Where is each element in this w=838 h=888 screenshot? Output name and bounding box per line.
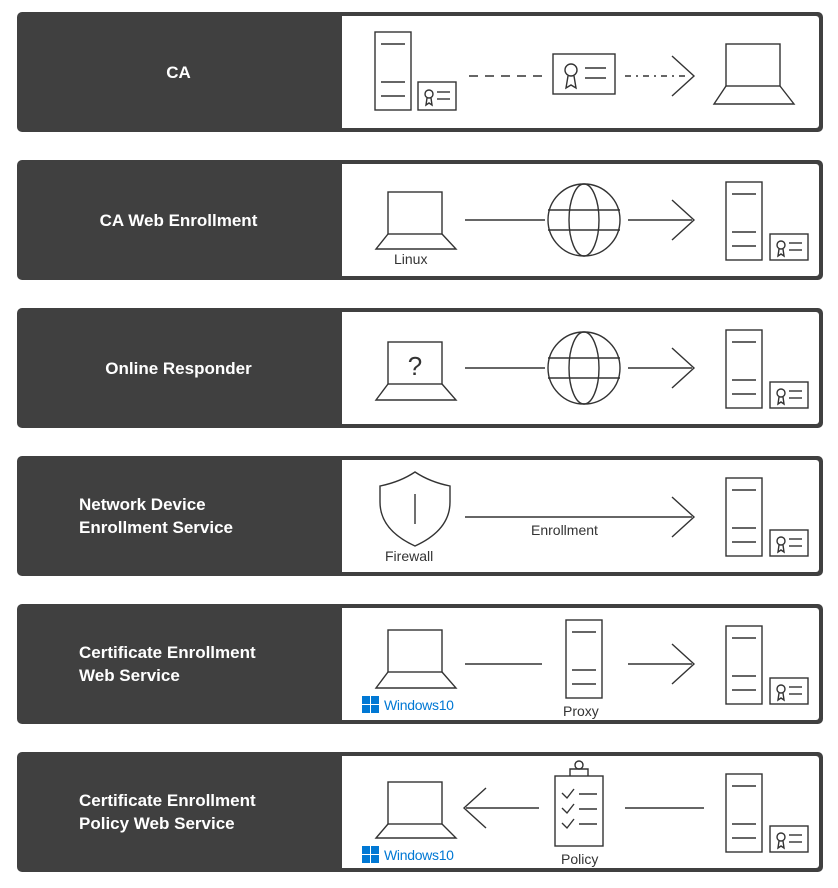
globe-icon xyxy=(547,331,621,405)
row-certificate-enrollment-web-service: Certificate Enrollment Web Service xyxy=(17,604,823,724)
row-title-line: Policy Web Service xyxy=(79,814,235,833)
server-icon xyxy=(725,625,763,705)
server-icon xyxy=(725,329,763,409)
middle-caption: Proxy xyxy=(563,703,599,719)
row-ca: CA xyxy=(17,12,823,132)
windows10-brand: Windows10 xyxy=(362,696,454,713)
windows10-label: Windows10 xyxy=(384,696,454,713)
laptop-icon xyxy=(712,43,796,105)
chevron-right-icon xyxy=(671,199,696,241)
row-network-device-enrollment: Network Device Enrollment Service xyxy=(17,456,823,576)
row-certificate-enrollment-policy: Certificate Enrollment Policy Web Servic… xyxy=(17,752,823,872)
laptop-icon xyxy=(374,781,458,839)
diagram-panel: Windows10 Proxy xyxy=(342,608,819,720)
chevron-right-icon xyxy=(671,347,696,389)
row-title-line: CA xyxy=(166,62,191,82)
server-icon xyxy=(725,773,763,853)
certificate-icon xyxy=(769,233,809,261)
server-icon xyxy=(565,619,603,699)
windows-logo-icon xyxy=(362,696,379,713)
certificate-icon xyxy=(769,381,809,409)
diagram-panel: Linux xyxy=(342,164,819,276)
row-title-line: Certificate Enrollment xyxy=(79,791,256,810)
server-icon xyxy=(374,31,412,111)
certificate-icon xyxy=(769,677,809,705)
windows10-brand: Windows10 xyxy=(362,846,454,863)
certificate-icon xyxy=(417,81,457,111)
laptop-icon xyxy=(374,191,458,250)
diagram-panel xyxy=(342,16,819,128)
chevron-right-icon xyxy=(671,643,696,685)
middle-caption: Policy xyxy=(561,851,599,867)
client-caption: Linux xyxy=(394,251,428,267)
chevron-right-icon xyxy=(671,55,696,97)
globe-icon xyxy=(547,183,621,257)
certificate-icon xyxy=(769,529,809,557)
row-title: CA Web Enrollment xyxy=(17,160,340,280)
shield-icon xyxy=(379,471,451,547)
laptop-icon xyxy=(374,629,458,689)
diagram-panel: Firewall Enrollment xyxy=(342,460,819,572)
row-title: CA xyxy=(17,12,340,132)
windows-logo-icon xyxy=(362,846,379,863)
checklist-icon xyxy=(554,760,604,847)
server-icon xyxy=(725,181,763,261)
row-title: Online Responder xyxy=(17,308,340,428)
certificate-icon xyxy=(552,53,616,95)
row-title: Network Device Enrollment Service xyxy=(17,456,340,576)
row-title-line: Certificate Enrollment xyxy=(79,643,256,662)
client-caption: Firewall xyxy=(385,548,434,564)
link-caption: Enrollment xyxy=(531,522,598,538)
row-title-line: Web Service xyxy=(79,666,180,685)
row-title-line: Network Device xyxy=(79,495,206,514)
row-title: Certificate Enrollment Policy Web Servic… xyxy=(17,752,340,872)
chevron-right-icon xyxy=(671,496,696,538)
chevron-left-icon xyxy=(462,787,487,829)
row-title-line: Online Responder xyxy=(105,358,252,378)
row-online-responder: Online Responder ? xyxy=(17,308,823,428)
server-icon xyxy=(725,477,763,557)
row-ca-web-enrollment: CA Web Enrollment xyxy=(17,160,823,280)
windows10-label: Windows10 xyxy=(384,846,454,863)
row-title-line: CA Web Enrollment xyxy=(99,210,258,230)
diagram-panel: Windows10 Policy xyxy=(342,756,819,868)
laptop-icon: ? xyxy=(374,341,458,401)
row-title-line: Enrollment Service xyxy=(79,518,234,537)
row-title: Certificate Enrollment Web Service xyxy=(17,604,340,724)
diagram-panel: ? xyxy=(342,312,819,424)
question-mark-glyph: ? xyxy=(408,351,422,381)
certificate-icon xyxy=(769,825,809,853)
